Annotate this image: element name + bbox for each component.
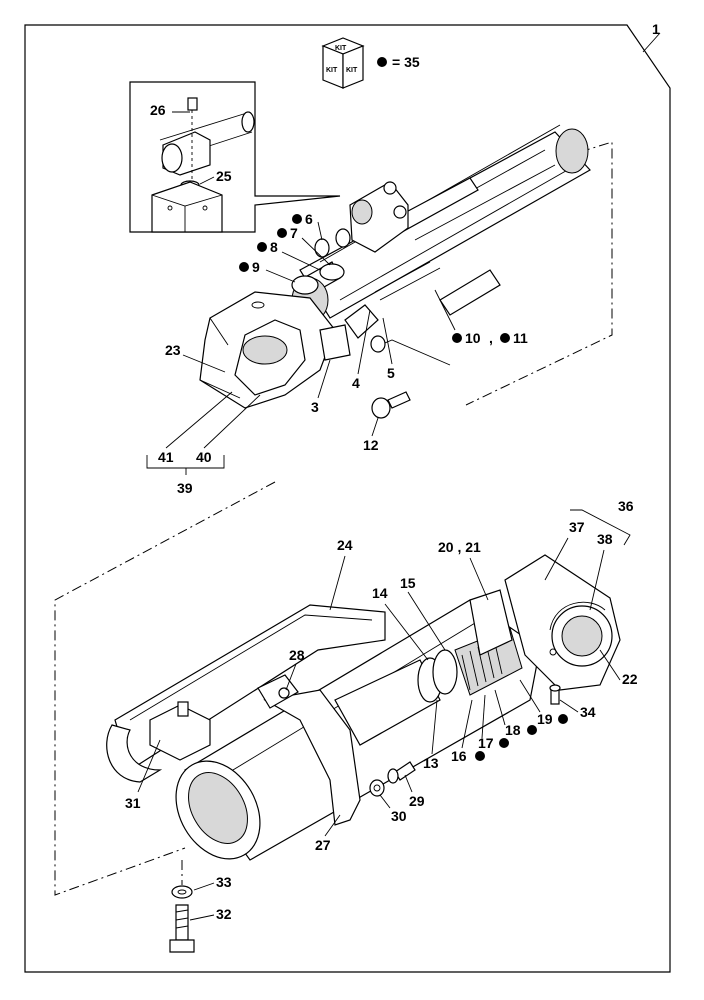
cylinder-barrel-assembly: [54, 481, 621, 953]
svg-text:KIT: KIT: [346, 67, 358, 74]
callout-41: 41: [158, 449, 174, 465]
svg-text:KIT: KIT: [335, 45, 347, 52]
bracket-36: [570, 509, 631, 546]
callout-3: 3: [311, 399, 319, 415]
callout-17: 17: [478, 735, 494, 751]
kit-dot-17: [499, 738, 509, 748]
kit-dot-icon: [377, 57, 387, 67]
callout-16: 16: [451, 748, 467, 764]
callout-1: 1: [652, 21, 660, 37]
callout-40: 40: [196, 449, 212, 465]
callout-29: 29: [409, 793, 425, 809]
callout-23: 23: [165, 342, 181, 358]
callout-36: 36: [618, 498, 634, 514]
callout-11: 11: [513, 330, 528, 346]
kit-dot-18: [527, 725, 537, 735]
bracket-39: [146, 455, 225, 469]
callout-38: 38: [597, 531, 613, 547]
callout-13: 13: [423, 755, 439, 771]
kit-legend: KIT KIT KIT = 35: [321, 37, 420, 89]
callout-9: 9: [252, 259, 260, 275]
callout-34: 34: [580, 704, 596, 720]
callout-20-21: 20 , 21: [438, 539, 481, 555]
callout-28: 28: [289, 647, 305, 663]
callout-12: 12: [363, 437, 379, 453]
kit-dot-10: [452, 333, 462, 343]
callout-32: 32: [216, 906, 232, 922]
callout-8: 8: [270, 239, 278, 255]
kit-dot-11: [500, 333, 510, 343]
callout-14: 14: [372, 585, 388, 601]
leader-1: [642, 32, 661, 53]
callout-30: 30: [391, 808, 407, 824]
drawing-frame: [24, 24, 671, 973]
callout-39: 39: [177, 480, 193, 496]
callout-10: 10: [465, 330, 481, 346]
kit-dot-7: [277, 228, 287, 238]
callout-5: 5: [387, 365, 395, 381]
kit-dot-6: [292, 214, 302, 224]
callout-27: 27: [315, 837, 331, 853]
callout-7: 7: [290, 225, 298, 241]
kit-dot-19: [558, 714, 568, 724]
callout-25: 25: [216, 168, 232, 184]
kit-dot-9: [239, 262, 249, 272]
callout-10-11-separator: ,: [489, 330, 493, 346]
callout-15: 15: [400, 575, 416, 591]
detail-inset: [129, 81, 341, 233]
callout-22: 22: [622, 671, 638, 687]
callout-37: 37: [569, 519, 585, 535]
kit-cube-icon: KIT KIT KIT: [321, 37, 365, 89]
callout-24: 24: [337, 537, 353, 553]
callout-26: 26: [150, 102, 166, 118]
kit-equals-label: = 35: [392, 54, 420, 70]
callout-31: 31: [125, 795, 141, 811]
cylinder-rod-assembly: [199, 124, 613, 419]
callout-4: 4: [352, 375, 360, 391]
callout-6: 6: [305, 211, 313, 227]
callout-19: 19: [537, 711, 553, 727]
kit-dot-8: [257, 242, 267, 252]
svg-text:KIT: KIT: [326, 67, 338, 74]
callout-18: 18: [505, 722, 521, 738]
kit-dot-16: [475, 751, 485, 761]
callout-33: 33: [216, 874, 232, 890]
